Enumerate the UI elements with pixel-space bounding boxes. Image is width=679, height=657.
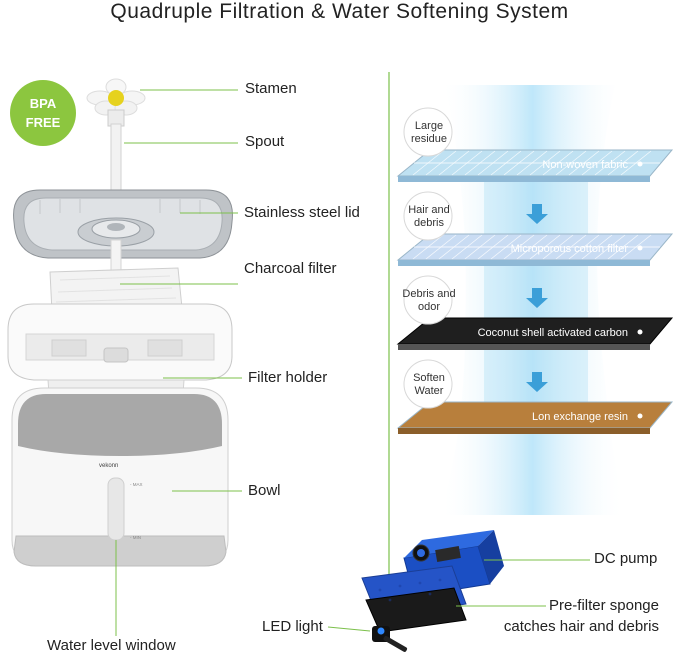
brand-logo: vekonn xyxy=(99,463,118,469)
flow-arrows xyxy=(526,204,548,392)
label-filter-holder: Filter holder xyxy=(248,369,328,386)
layer-bubble-text: Water xyxy=(415,385,444,397)
layer-dot xyxy=(637,245,643,251)
layer-bubble xyxy=(403,191,453,241)
layer-edge xyxy=(398,344,650,350)
badge-line2: FREE xyxy=(26,115,61,130)
spout-tube xyxy=(110,123,122,195)
filter-layer-3: Coconut shell activated carbon Debris and… xyxy=(396,275,674,350)
level-max-mark: - MAX xyxy=(130,482,143,487)
layer-label: Coconut shell activated carbon xyxy=(478,327,628,339)
filter-layers: Non-woven fabric LargeresidueMicroporous … xyxy=(396,107,674,434)
layer-bubble xyxy=(403,359,453,409)
layer-bubble xyxy=(403,107,453,157)
pre-filter-sponge xyxy=(361,565,467,633)
stainless-steel-lid xyxy=(13,189,233,259)
label-sponge-line2: catches hair and debris xyxy=(503,618,659,635)
badge-line1: BPA xyxy=(30,96,57,111)
led-light xyxy=(372,626,408,652)
charcoal-filter xyxy=(49,267,183,313)
layer-bubble xyxy=(403,275,453,325)
label-water-level-window: Water level window xyxy=(47,637,176,654)
layer-label: Microporous cotton filter xyxy=(511,243,629,255)
layer-bubble-text: Debris and xyxy=(402,288,455,300)
layer-bubble-text: odor xyxy=(418,301,440,313)
layer-edge xyxy=(398,176,650,182)
label-bowl: Bowl xyxy=(248,482,281,499)
layer-bubble-text: residue xyxy=(411,133,447,145)
label-spout: Spout xyxy=(245,133,285,150)
level-min-mark: - MIN xyxy=(130,535,141,540)
layer-bubble-text: Soften xyxy=(413,372,445,384)
page-title: Quadruple Filtration & Water Softening S… xyxy=(110,0,569,23)
label-lid: Stainless steel lid xyxy=(244,204,360,221)
layer-label: Lon exchange resin xyxy=(532,411,628,423)
layer-bubble-text: Hair and xyxy=(408,204,450,216)
stamen-flower xyxy=(86,78,146,116)
layer-dot xyxy=(637,161,643,167)
water-level-window xyxy=(107,477,125,541)
bowl: vekonn - MAX - MIN xyxy=(11,387,229,567)
bpa-free-badge: BPA FREE xyxy=(10,80,76,146)
layer-dot xyxy=(637,329,643,335)
label-dc-pump: DC pump xyxy=(594,550,658,567)
layer-bubble-text: Large xyxy=(415,120,443,132)
layer-label: Non-woven fabric xyxy=(542,159,628,171)
layer-dot xyxy=(637,413,643,419)
label-led-light: LED light xyxy=(262,618,323,635)
layer-edge xyxy=(398,260,650,266)
layer-bubble-text: debris xyxy=(414,217,444,229)
label-charcoal-filter: Charcoal filter xyxy=(244,260,337,277)
layer-edge xyxy=(398,428,650,434)
label-stamen: Stamen xyxy=(245,80,297,97)
leader-lines xyxy=(115,89,242,636)
label-sponge-line1: Pre-filter sponge xyxy=(548,597,659,614)
